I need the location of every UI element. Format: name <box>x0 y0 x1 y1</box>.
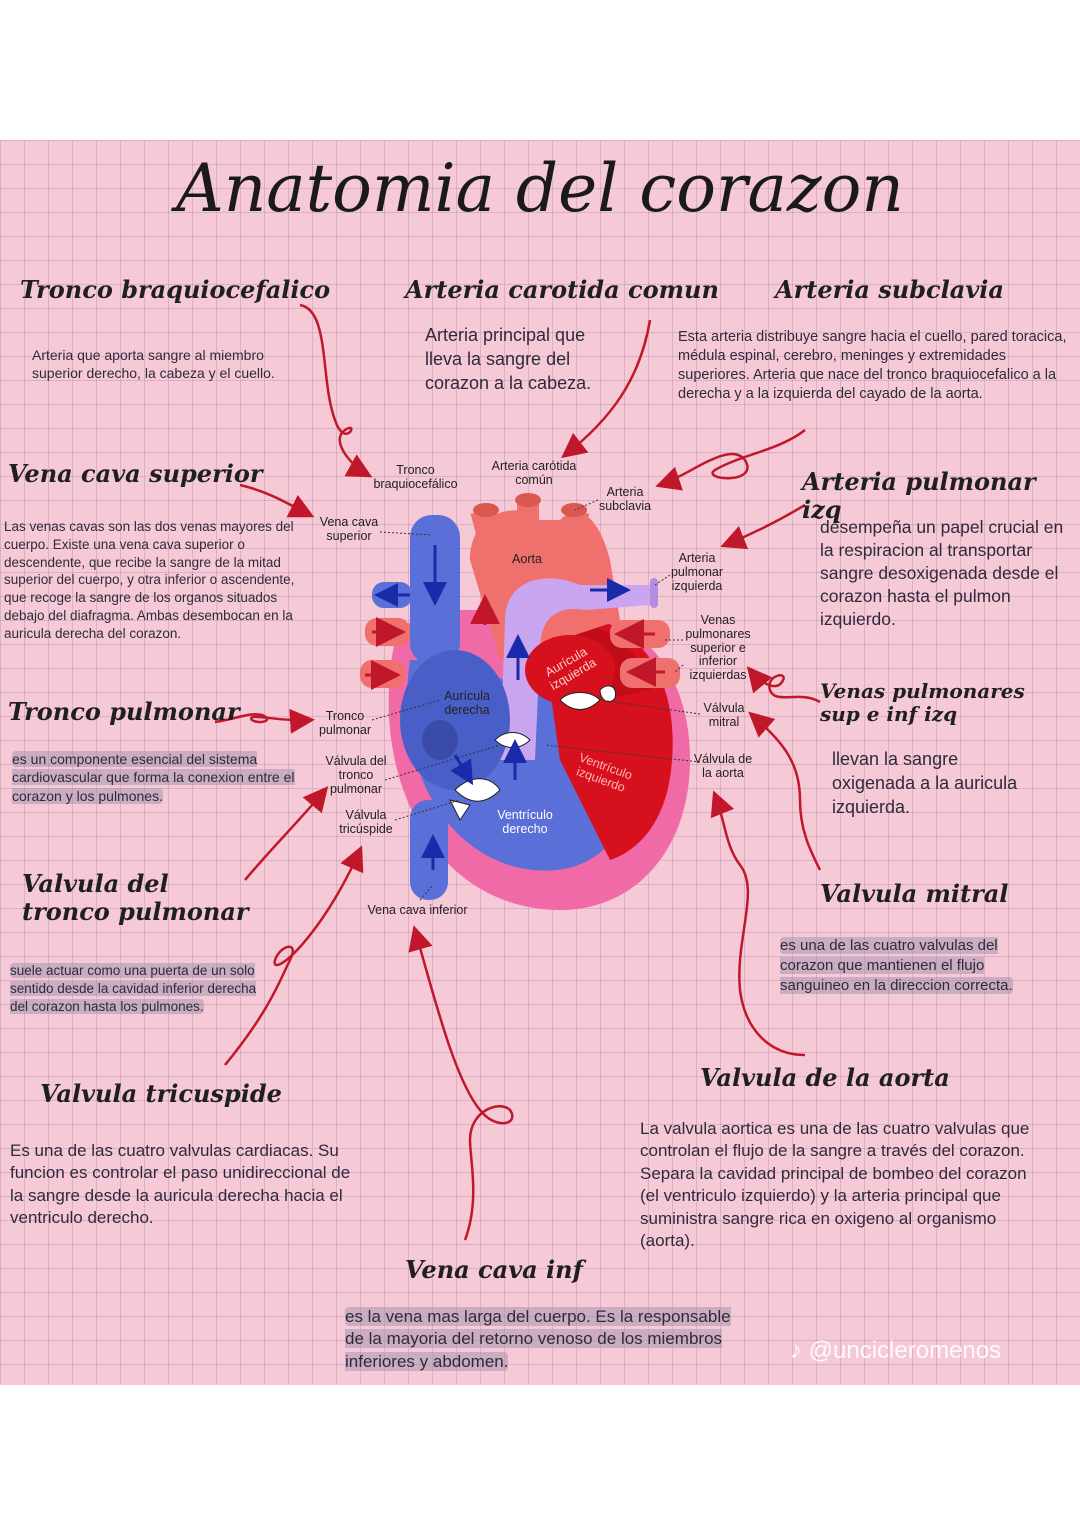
label-valvula-tricuspide: Válvula tricúspide <box>339 808 393 836</box>
text-valvula-tricuspide: Es una de las cuatro valvulas cardiacas.… <box>10 1141 351 1228</box>
heading-tronco-braquiocefalico: Tronco braquiocefalico <box>20 275 331 304</box>
heading-tronco-pulmonar: Tronco pulmonar <box>8 697 240 726</box>
label-auricula-derecha: Aurícula derecha <box>444 689 490 717</box>
text-arteria-pulmonar: desempeña un papel crucial en la respira… <box>820 516 1065 631</box>
text-tronco-pulmonar: es un componente esencial del sistema ca… <box>12 750 302 805</box>
text-vena-cava-inf-content: es la vena mas larga del cuerpo. Es la r… <box>345 1307 731 1371</box>
heading-valvula-tronco: Valvula del tronco pulmonar <box>22 869 249 926</box>
text-valvula-tronco: suele actuar como una puerta de un solo … <box>10 962 270 1015</box>
text-vena-cava-inf: es la vena mas larga del cuerpo. Es la r… <box>345 1306 735 1373</box>
text-venas-pulmonares: llevan la sangre oxigenada a la auricula… <box>832 749 1018 817</box>
text-arteria-subclavia: Esta arteria distribuye sangre hacia el … <box>678 329 1067 403</box>
heading-arteria-pulmonar: Arteria pulmonar izq <box>802 467 1036 524</box>
text-valvula-mitral-content: es una de las cuatro valvulas del corazo… <box>780 937 1013 994</box>
text-arteria-pulmonar-content: desempeña un papel crucial en la respira… <box>820 517 1064 630</box>
label-vena-cava-inferior: Vena cava inferior <box>367 903 468 917</box>
label-arteria-carotida: Arteria carótida común <box>491 459 577 487</box>
label-arteria-pulmonar: Arteria pulmonar izquierda <box>670 551 724 593</box>
label-valvula-tronco: Válvula del tronco pulmonar <box>325 754 387 796</box>
label-tronco-braquiocefalico: Tronco braquiocefálico <box>373 463 458 491</box>
heading-arteria-carotida: Arteria carotida comun <box>405 275 719 304</box>
label-valvula-aorta: Válvula de la aorta <box>693 752 753 780</box>
heading-arteria-subclavia: Arteria subclavia <box>775 275 1004 304</box>
label-arteria-subclavia: Arteria subclavia <box>598 485 652 513</box>
text-valvula-aorta: La valvula aortica es una de las cuatro … <box>640 1119 1030 1251</box>
heading-vena-cava-inf: Vena cava inf <box>405 1255 583 1284</box>
label-vena-cava-superior: Vena cava superior <box>319 515 379 543</box>
text-tronco-braquiocefalico: Arteria que aporta sangre al miembro sup… <box>32 347 275 382</box>
label-venas-pulmonares: Venas pulmonares superior e inferior izq… <box>685 613 751 682</box>
heading-venas-pulmonares: Venas pulmonares sup e inf izq <box>820 679 1025 726</box>
text-tronco-pulmonar-content: es un componente esencial del sistema ca… <box>12 751 295 804</box>
heading-valvula-aorta: Valvula de la aorta <box>700 1063 950 1092</box>
text-valvula-tronco-content: suele actuar como una puerta de un solo … <box>10 963 257 1014</box>
text-valvula-mitral: es una de las cuatro valvulas del corazo… <box>780 936 1030 995</box>
page-title: Anatomia del corazon <box>176 150 904 227</box>
watermark: ♪ @uncicleromenos <box>790 1337 1002 1364</box>
heading-valvula-tricuspide: Valvula tricuspide <box>40 1079 282 1108</box>
heading-vena-cava-superior: Vena cava superior <box>8 459 263 488</box>
label-aorta: Aorta <box>512 552 542 566</box>
text-vena-cava-superior: Las venas cavas son las dos venas mayore… <box>4 519 295 641</box>
label-valvula-mitral: Válvula mitral <box>703 701 745 729</box>
text-arteria-carotida: Arteria principal que lleva la sangre de… <box>425 325 592 393</box>
label-tronco-pulmonar: Tronco pulmonar <box>318 709 372 737</box>
heading-valvula-mitral: Valvula mitral <box>820 879 1009 908</box>
label-ventriculo-derecho: Ventrículo derecho <box>497 808 553 836</box>
